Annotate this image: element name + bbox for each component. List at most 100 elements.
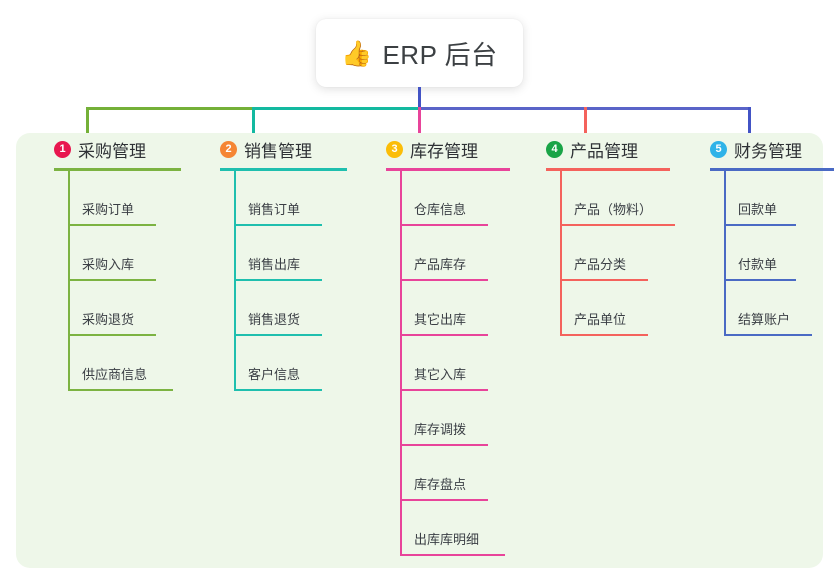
list-item-rule [560, 224, 675, 226]
list-item-label: 销售退货 [248, 312, 301, 327]
column-items-sales: 销售订单销售出库销售退货客户信息 [202, 165, 322, 391]
drop-connector-sales [252, 107, 255, 144]
list-item-label: 采购入库 [82, 257, 135, 272]
column-header-rule-inventory [386, 168, 510, 171]
list-item[interactable]: 付款单 [692, 226, 802, 281]
root-node[interactable]: 👍 ERP 后台 [316, 19, 523, 87]
list-item[interactable]: 销售出库 [202, 226, 322, 281]
list-item-rule [400, 279, 488, 281]
column-badge-purchasing: 1 [54, 140, 71, 158]
column-spine-product [560, 171, 562, 336]
column-items-product: 产品（物料） 产品分类产品单位 [528, 165, 675, 336]
column-spine-purchasing [68, 171, 70, 391]
list-item[interactable]: 采购退货 [36, 281, 156, 336]
list-item[interactable]: 库存盘点 [368, 446, 488, 501]
list-item[interactable]: 供应商信息 [36, 336, 173, 391]
column-items-inventory: 仓库信息产品库存其它出库其它入库库存调拨库存盘点出库库明细 [368, 165, 505, 556]
list-item[interactable]: 采购订单 [36, 171, 156, 226]
list-item-label: 回款单 [738, 202, 778, 217]
column-header-rule-product [546, 168, 670, 171]
drop-connector-purchasing [86, 107, 89, 144]
list-item[interactable]: 其它出库 [368, 281, 488, 336]
list-item-rule [68, 279, 156, 281]
column-items-finance: 回款单付款单结算账户 [692, 165, 812, 336]
connector-bar-green [86, 107, 253, 110]
column-header-rule-purchasing [54, 168, 181, 171]
connector-bar-teal [252, 107, 419, 110]
list-item-rule [400, 499, 488, 501]
list-item-rule [234, 334, 322, 336]
list-item-label: 库存调拨 [414, 422, 467, 437]
list-item-label: 销售订单 [248, 202, 301, 217]
list-item-label: 销售出库 [248, 257, 301, 272]
list-item[interactable]: 采购入库 [36, 226, 156, 281]
column-badge-inventory: 3 [386, 140, 403, 158]
column-title-finance: 财务管理 [734, 141, 802, 161]
column-title-purchasing: 采购管理 [78, 141, 146, 161]
diagram-panel: 1 采购管理采购订单采购入库采购退货供应商信息 2 销售管理销售订单销售出库销售退货客… [16, 133, 834, 568]
list-item-label: 产品（物料） [574, 202, 653, 217]
list-item-rule [68, 224, 156, 226]
root-stem-connector [418, 87, 421, 108]
list-item-label: 产品库存 [414, 257, 467, 272]
list-item-label: 付款单 [738, 257, 778, 272]
list-item[interactable]: 其它入库 [368, 336, 488, 391]
column-badge-finance: 5 [710, 140, 727, 158]
list-item[interactable]: 产品库存 [368, 226, 488, 281]
list-item[interactable]: 客户信息 [202, 336, 322, 391]
list-item-rule [400, 389, 488, 391]
column-badge-product: 4 [546, 140, 563, 158]
list-item-rule [560, 334, 648, 336]
list-item[interactable]: 仓库信息 [368, 171, 488, 226]
list-item-label: 其它入库 [414, 367, 467, 382]
list-item-rule [68, 389, 173, 391]
column-title-sales: 销售管理 [244, 141, 312, 161]
column-header-finance[interactable]: 5 财务管理 [692, 133, 834, 171]
list-item[interactable]: 库存调拨 [368, 391, 488, 446]
list-item-rule [234, 279, 322, 281]
list-item[interactable]: 产品单位 [528, 281, 648, 336]
list-item-rule [724, 279, 796, 281]
list-item[interactable]: 产品（物料） [528, 171, 675, 226]
column-finance: 5 财务管理回款单付款单结算账户 [692, 133, 834, 336]
column-header-purchasing[interactable]: 1 采购管理 [36, 133, 181, 171]
list-item-label: 客户信息 [248, 367, 301, 382]
drop-connector-product [584, 107, 587, 144]
list-item-label: 采购订单 [82, 202, 135, 217]
column-header-rule-sales [220, 168, 347, 171]
list-item-rule [560, 279, 648, 281]
list-item[interactable]: 结算账户 [692, 281, 812, 336]
list-item-label: 采购退货 [82, 312, 135, 327]
drop-connector-inventory [418, 107, 421, 144]
list-item-rule [400, 334, 488, 336]
list-item[interactable]: 产品分类 [528, 226, 648, 281]
column-spine-sales [234, 171, 236, 391]
list-item-label: 仓库信息 [414, 202, 467, 217]
list-item-label: 出库库明细 [414, 532, 480, 547]
column-purchasing: 1 采购管理采购订单采购入库采购退货供应商信息 [36, 133, 181, 391]
column-spine-inventory [400, 171, 402, 556]
list-item[interactable]: 回款单 [692, 171, 802, 226]
list-item[interactable]: 销售退货 [202, 281, 322, 336]
list-item[interactable]: 出库库明细 [368, 501, 505, 556]
list-item-rule [400, 224, 488, 226]
list-item[interactable]: 销售订单 [202, 171, 322, 226]
column-header-sales[interactable]: 2 销售管理 [202, 133, 347, 171]
column-sales: 2 销售管理销售订单销售出库销售退货客户信息 [202, 133, 347, 391]
list-item-label: 供应商信息 [82, 367, 148, 382]
list-item-label: 结算账户 [738, 312, 791, 327]
list-item-label: 库存盘点 [414, 477, 467, 492]
list-item-rule [68, 334, 156, 336]
list-item-rule [724, 224, 796, 226]
list-item-rule [724, 334, 812, 336]
column-header-rule-finance [710, 168, 834, 171]
list-item-rule [400, 554, 505, 556]
list-item-label: 产品单位 [574, 312, 627, 327]
column-badge-sales: 2 [220, 140, 237, 158]
root-title: ERP 后台 [382, 39, 498, 70]
list-item-label: 其它出库 [414, 312, 467, 327]
